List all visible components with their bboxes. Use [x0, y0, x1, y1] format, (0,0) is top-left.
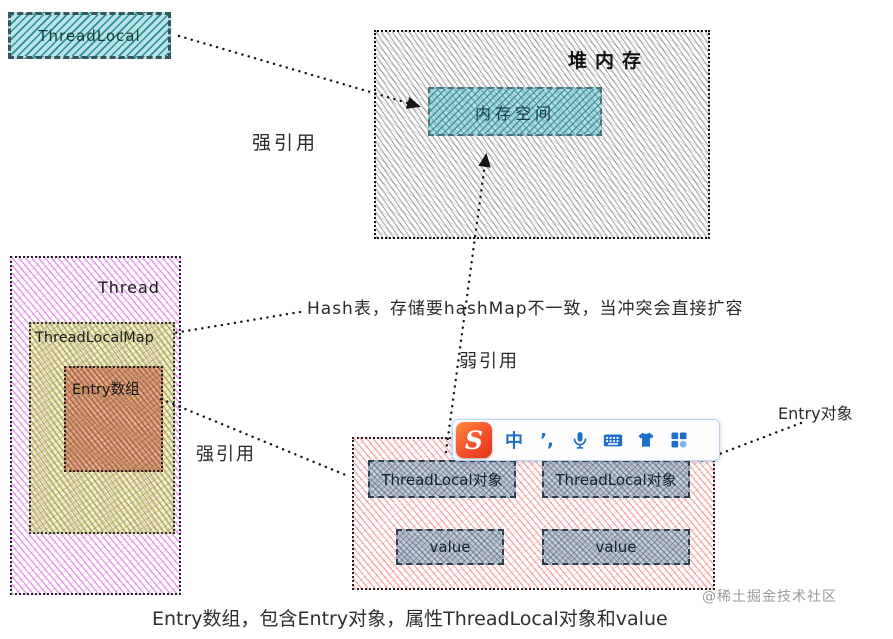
heap-box: 堆内存 内存空间: [374, 30, 710, 239]
threadlocalmap-box: ThreadLocalMap Entry数组: [29, 322, 175, 534]
apps-grid-icon[interactable]: [668, 430, 690, 450]
weak-reference-label: 弱引用: [459, 351, 519, 372]
threadlocal-box: ThreadLocal: [8, 12, 171, 59]
value-box-2: value: [542, 529, 690, 565]
threadlocalmap-label: ThreadLocalMap: [35, 330, 154, 346]
thread-label: Thread: [98, 278, 160, 297]
threadlocal-object-label-2: ThreadLocal对象: [555, 470, 677, 489]
entry-object-note: Entry对象: [778, 404, 853, 423]
keyboard-icon[interactable]: [602, 429, 624, 451]
memory-space-label: 内存空间: [474, 103, 555, 123]
chinese-mode-icon[interactable]: 中: [505, 431, 523, 452]
sogou-logo-icon[interactable]: S: [456, 422, 492, 458]
value-label-2: value: [595, 538, 637, 556]
thread-box: Thread ThreadLocalMap Entry数组: [10, 256, 181, 595]
memory-space-box: 内存空间: [428, 87, 602, 136]
threadlocal-object-box-2: ThreadLocal对象: [542, 460, 690, 498]
threadlocal-object-label-1: ThreadLocal对象: [381, 470, 503, 489]
ime-toolbar[interactable]: S 中 ’,: [452, 419, 720, 461]
strong-reference-label-bottom: 强引用: [196, 444, 256, 465]
value-box-1: value: [396, 529, 504, 565]
threadlocal-label: ThreadLocal: [38, 26, 141, 45]
watermark: @稀土掘金技术社区: [702, 589, 837, 605]
hash-table-note: Hash表，存储要hashMap不一致，当冲突会直接扩容: [307, 299, 744, 319]
microphone-icon[interactable]: [569, 430, 591, 450]
entry-objects-area: ThreadLocal对象 ThreadLocal对象 value value: [352, 437, 715, 590]
value-label-1: value: [429, 538, 471, 556]
skin-icon[interactable]: [635, 430, 657, 450]
entry-array-label: Entry数组: [72, 382, 140, 398]
threadlocal-object-box-1: ThreadLocal对象: [368, 460, 516, 498]
strong-reference-label-top: 强引用: [252, 132, 319, 154]
diagram-caption: Entry数组，包含Entry对象，属性ThreadLocal对象和value: [152, 608, 668, 630]
heap-label: 堆内存: [568, 50, 650, 72]
punctuation-icon[interactable]: ’,: [540, 429, 554, 451]
line-hashnote-to-map: [172, 310, 302, 335]
entry-array-box: Entry数组: [64, 366, 163, 472]
